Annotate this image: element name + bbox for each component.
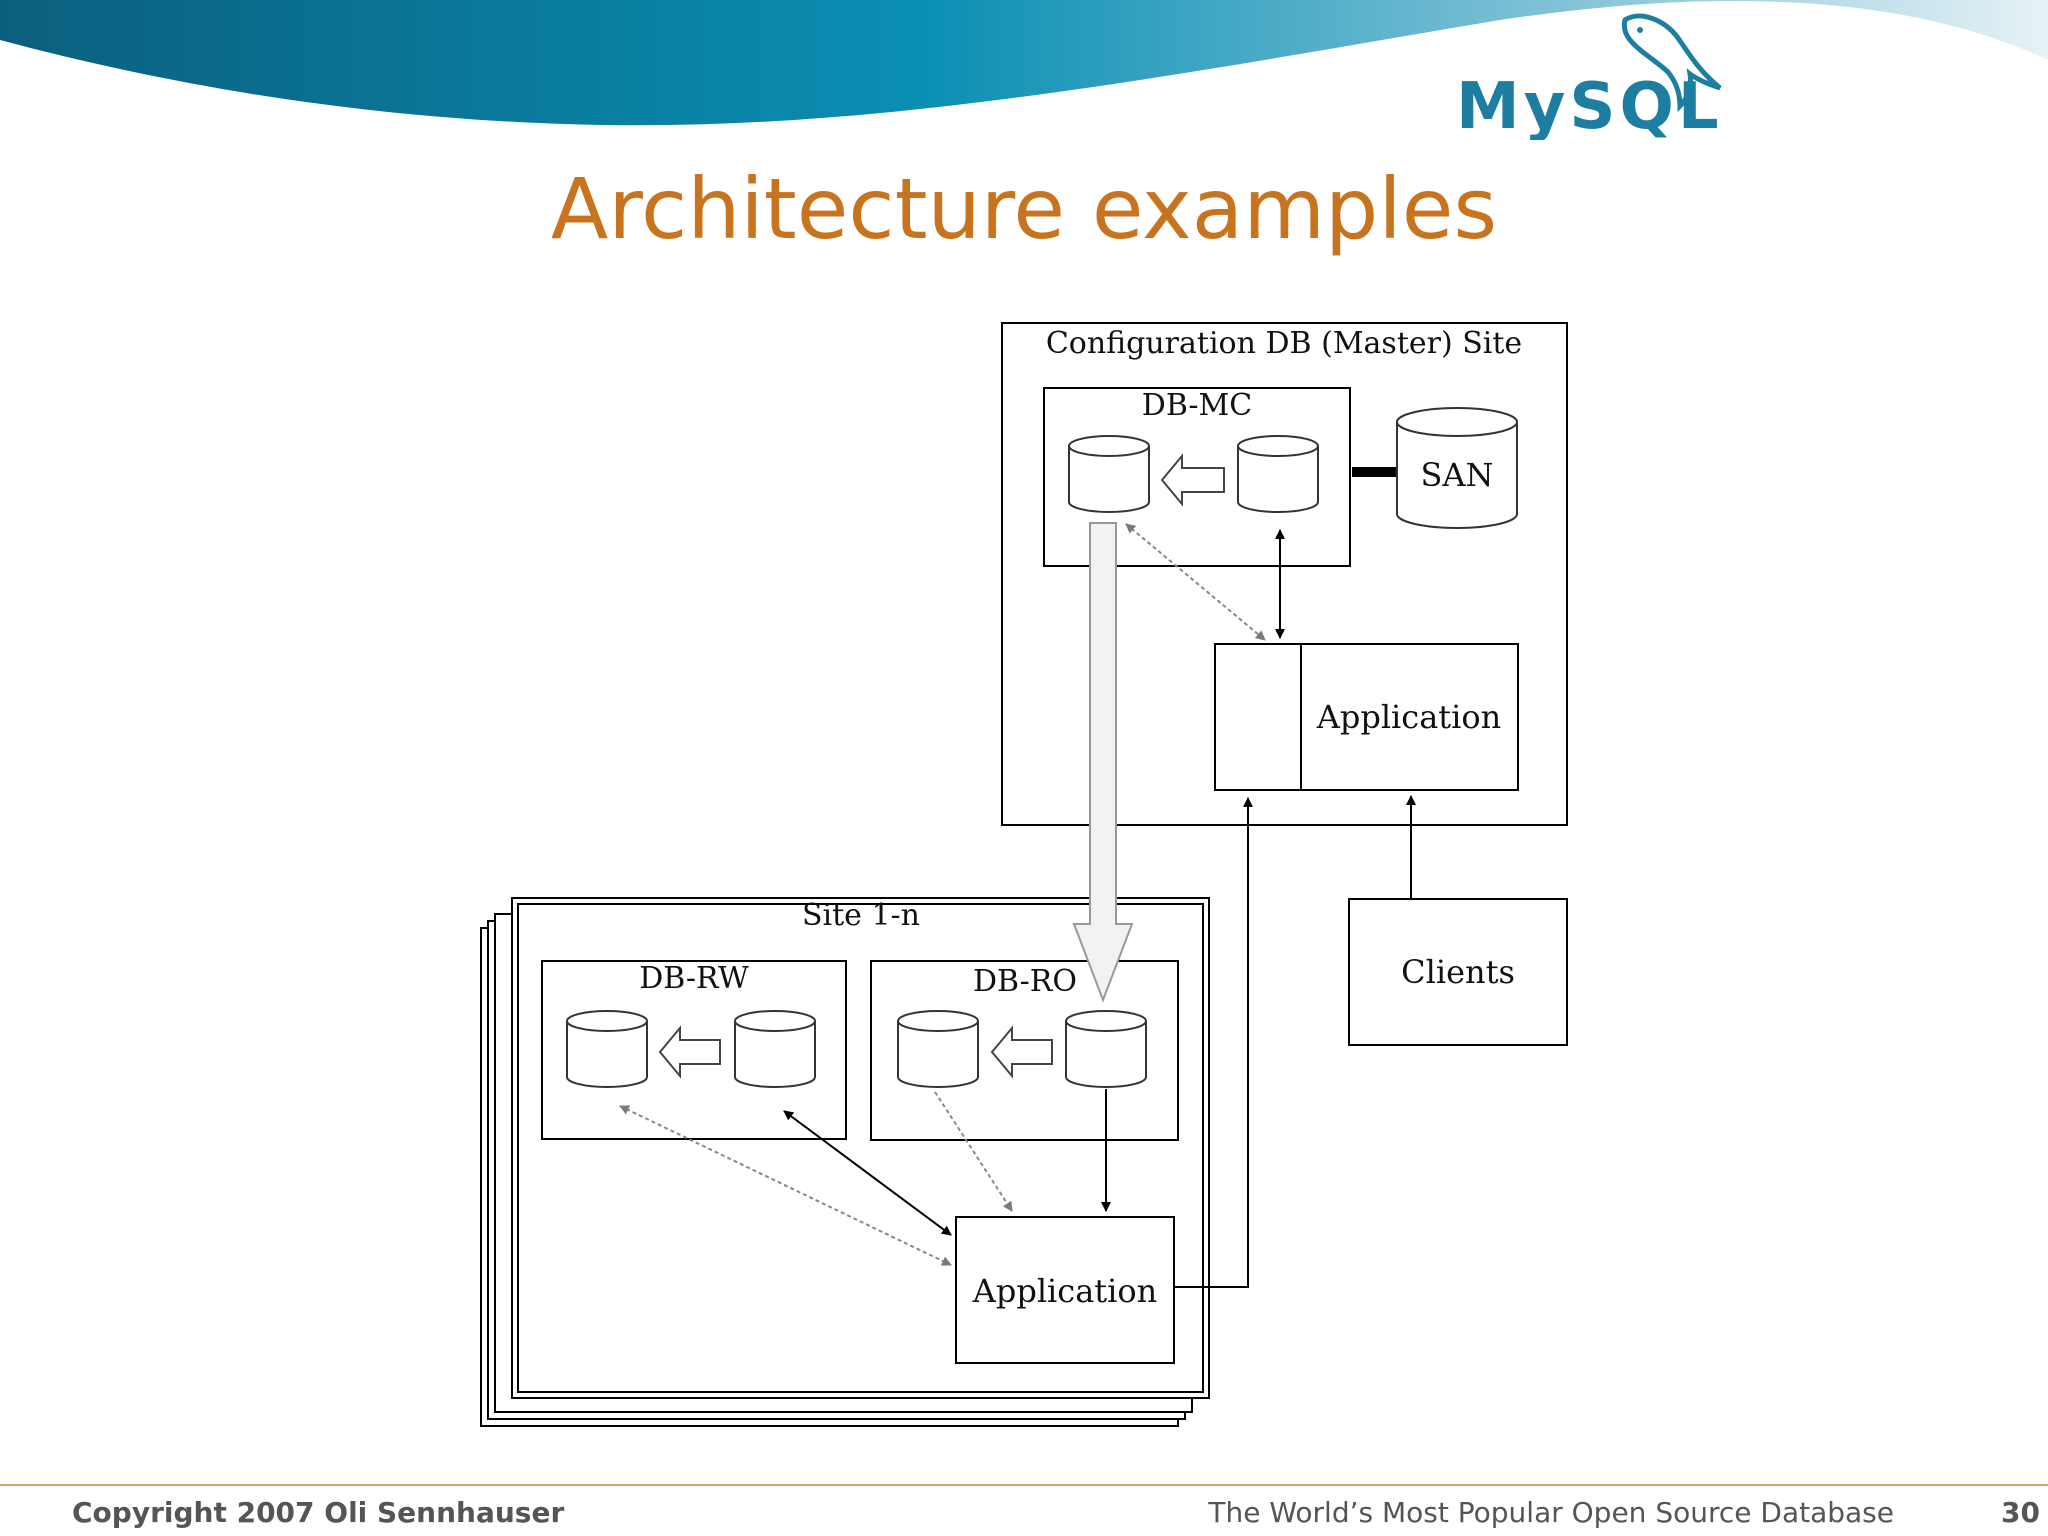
footer-copyright: Copyright 2007 Oli Sennhauser — [72, 1496, 565, 1529]
site-application: Application — [955, 1216, 1175, 1364]
site-to-master-application-arrow — [1174, 797, 1253, 1288]
db-rw-group: DB-RW — [541, 960, 847, 1140]
db-mc-label: DB-MC — [1142, 388, 1252, 423]
dolphin-icon — [1621, 13, 1722, 113]
database-icon — [734, 1010, 816, 1088]
rw-db-app-gray-arrow — [619, 1105, 952, 1266]
master-to-site-replication-arrow — [1072, 522, 1134, 1003]
mysql-logo: MySQL — [1456, 13, 1723, 140]
page-number: 30 — [2001, 1496, 2040, 1529]
san-label: SAN — [1420, 456, 1493, 494]
master-application: Application — [1214, 643, 1519, 791]
database-icon — [1237, 435, 1319, 513]
replication-arrow-icon — [1160, 453, 1225, 507]
db-rw-label: DB-RW — [639, 961, 749, 996]
database-icon — [897, 1010, 979, 1088]
master-application-label: Application — [1316, 698, 1502, 736]
logo-wordmark: MySQL — [1456, 70, 1723, 140]
site-application-label: Application — [972, 1272, 1158, 1310]
db-ro-label: DB-RO — [973, 964, 1077, 999]
master-db-app-gray-arrow — [1125, 523, 1266, 641]
slide-title: Architecture examples — [550, 160, 1498, 258]
replication-arrow-icon — [990, 1025, 1053, 1079]
master-site-label: Configuration DB (Master) Site — [1046, 326, 1522, 361]
clients-box: Clients — [1348, 898, 1568, 1046]
replication-arrow-icon — [658, 1025, 721, 1079]
footer-divider — [0, 1484, 2048, 1486]
footer-tagline: The World’s Most Popular Open Source Dat… — [1208, 1496, 1894, 1529]
db-ro-group: DB-RO — [870, 960, 1179, 1141]
master-site: Configuration DB (Master) Site DB-MC SAN… — [1001, 322, 1568, 826]
database-icon — [1065, 1010, 1147, 1088]
clients-label: Clients — [1401, 953, 1515, 991]
architecture-diagram: Configuration DB (Master) Site DB-MC SAN… — [480, 322, 1568, 1427]
site-stack: Site 1-n DB-RW DB-RO — [480, 897, 1210, 1427]
database-icon — [1068, 435, 1150, 513]
site-label: Site 1-n — [802, 898, 920, 933]
database-icon — [566, 1010, 648, 1088]
san-storage: SAN — [1396, 407, 1518, 529]
header-banner — [0, 0, 2048, 126]
